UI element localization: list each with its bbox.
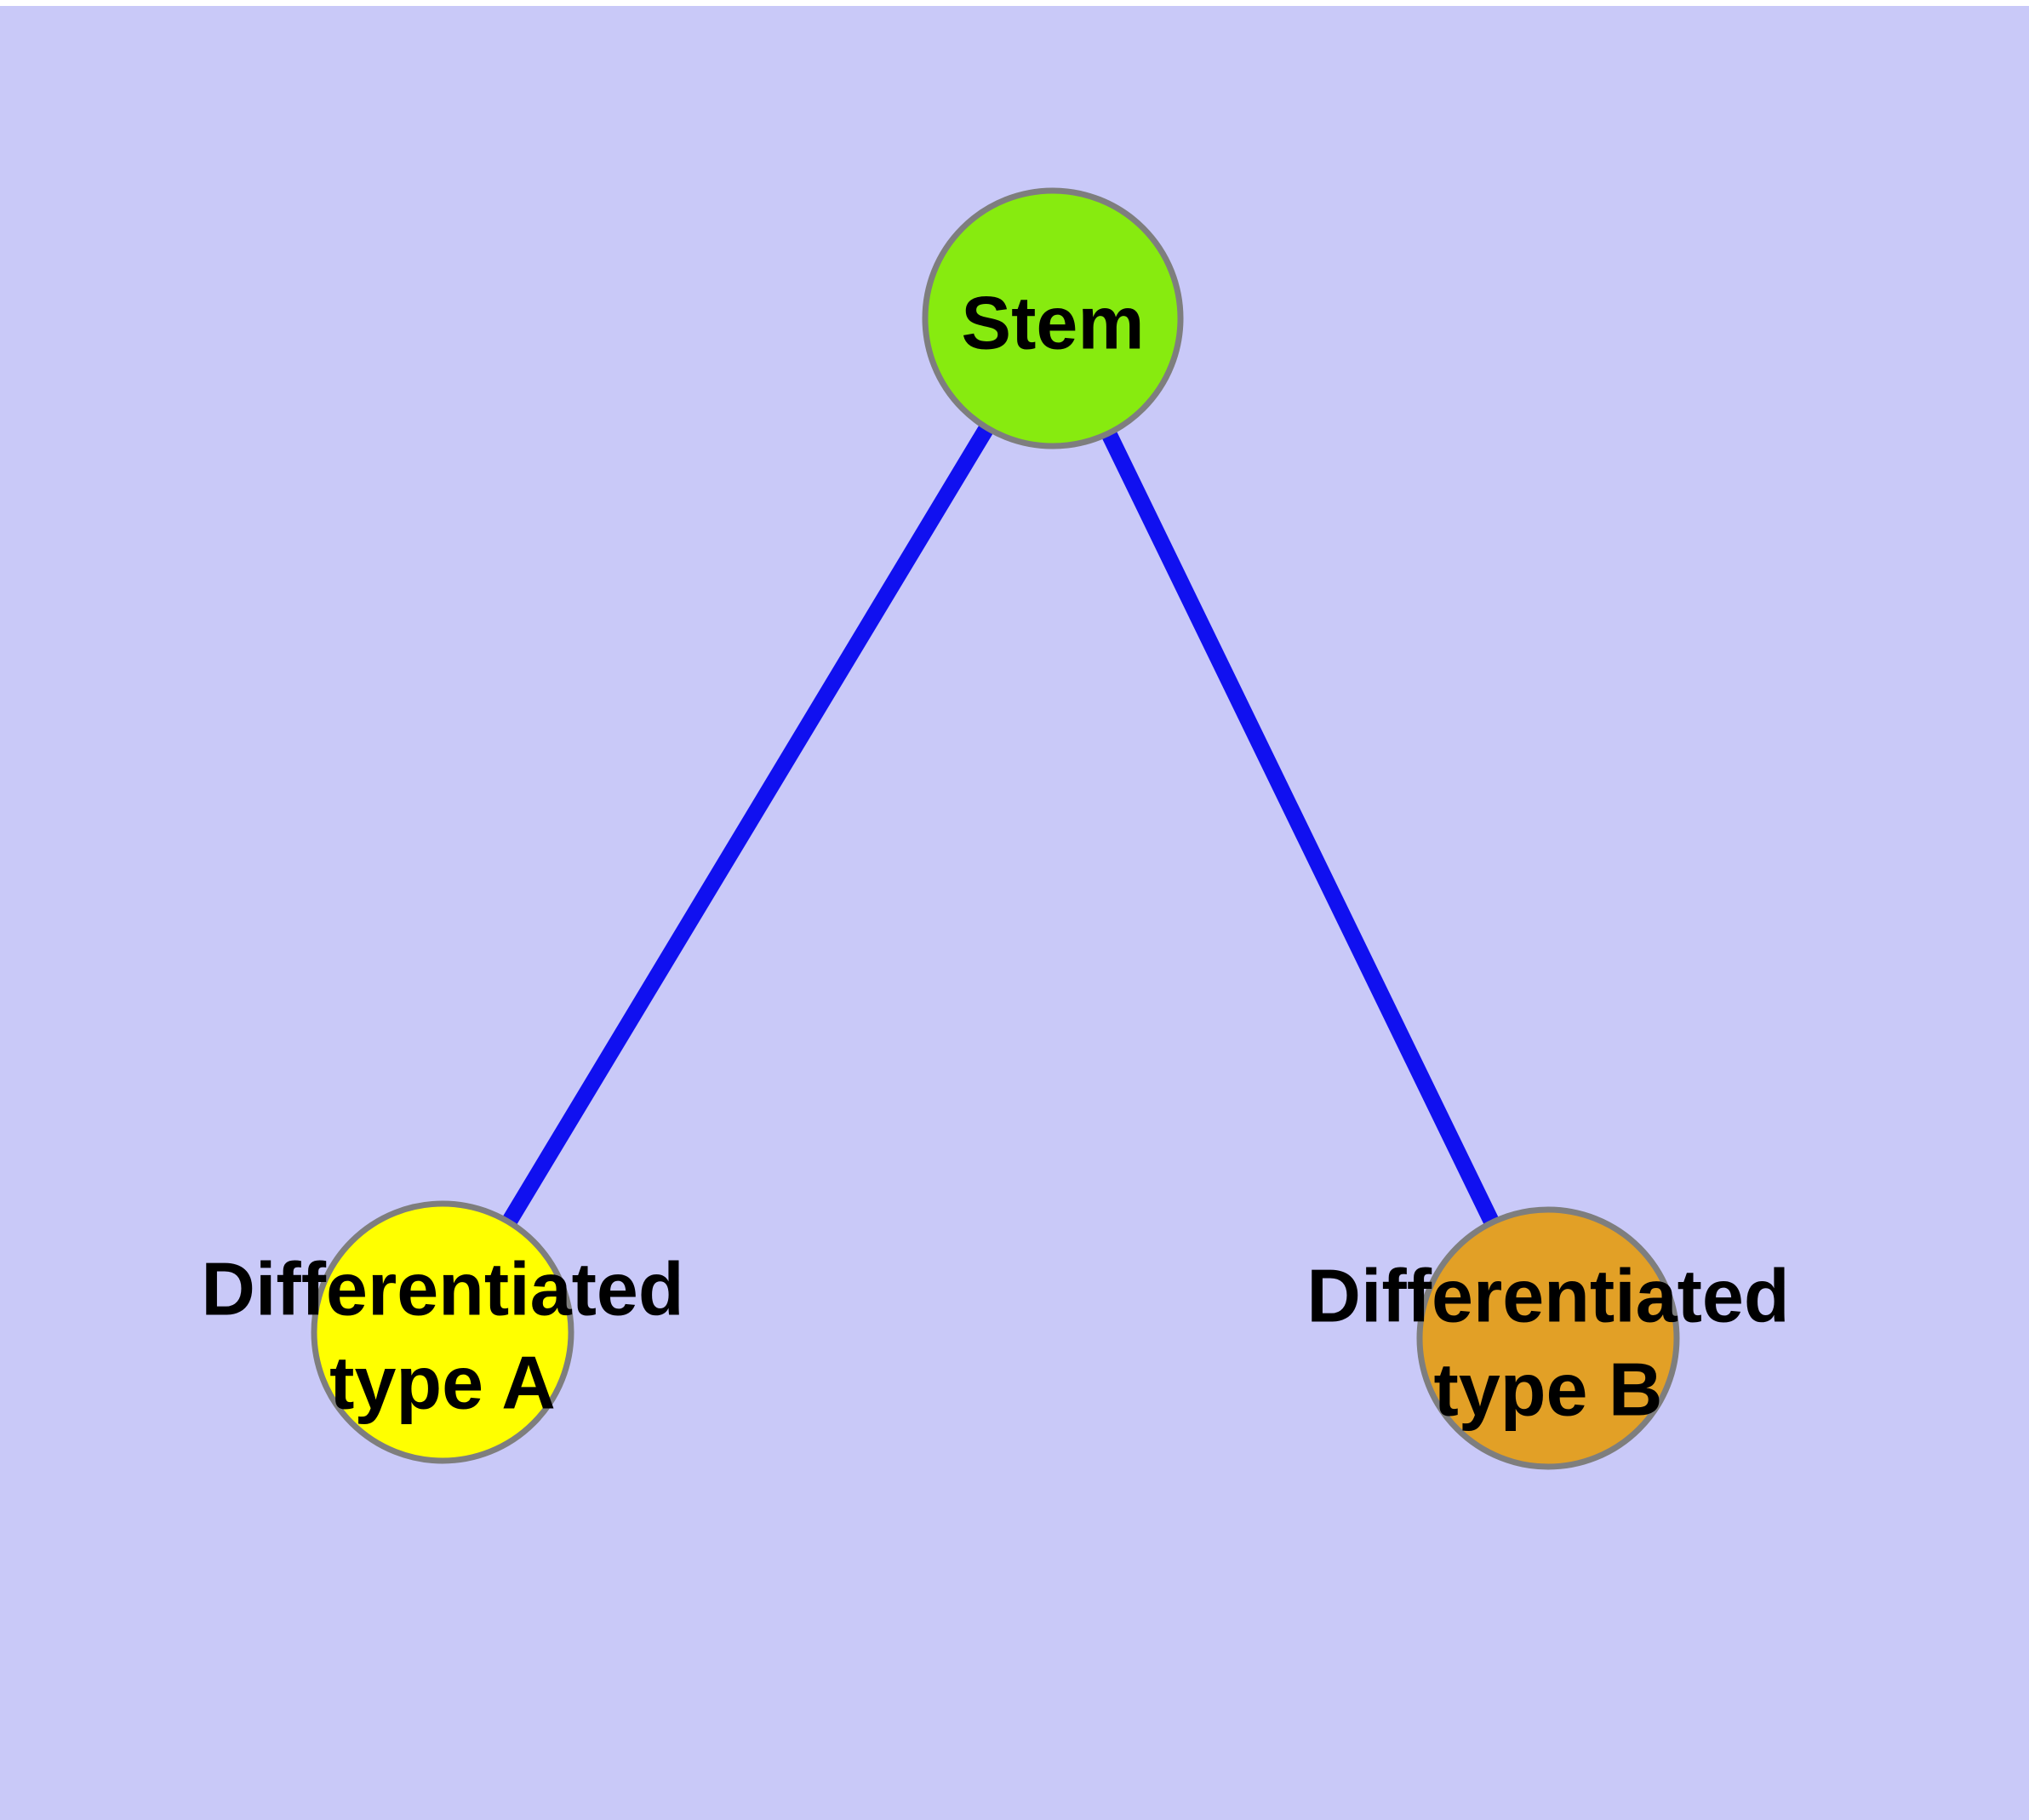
edge-stem-to-type-a	[435, 314, 1060, 1336]
node-type-b-circle	[1416, 1206, 1680, 1470]
node-type-a-label-line-2: type A	[329, 1341, 556, 1425]
node-stem-circle	[922, 187, 1184, 449]
node-type-b-label-line-2: type B	[1434, 1348, 1663, 1432]
node-type-a-circle	[311, 1200, 574, 1464]
edge-stem-to-type-b	[1045, 314, 1556, 1342]
node-type-b-label-line-1: Differentiated	[1306, 1254, 1789, 1338]
node-type-a-label-line-1: Differentiated	[201, 1247, 683, 1331]
node-stem-label: Stem	[961, 281, 1144, 365]
